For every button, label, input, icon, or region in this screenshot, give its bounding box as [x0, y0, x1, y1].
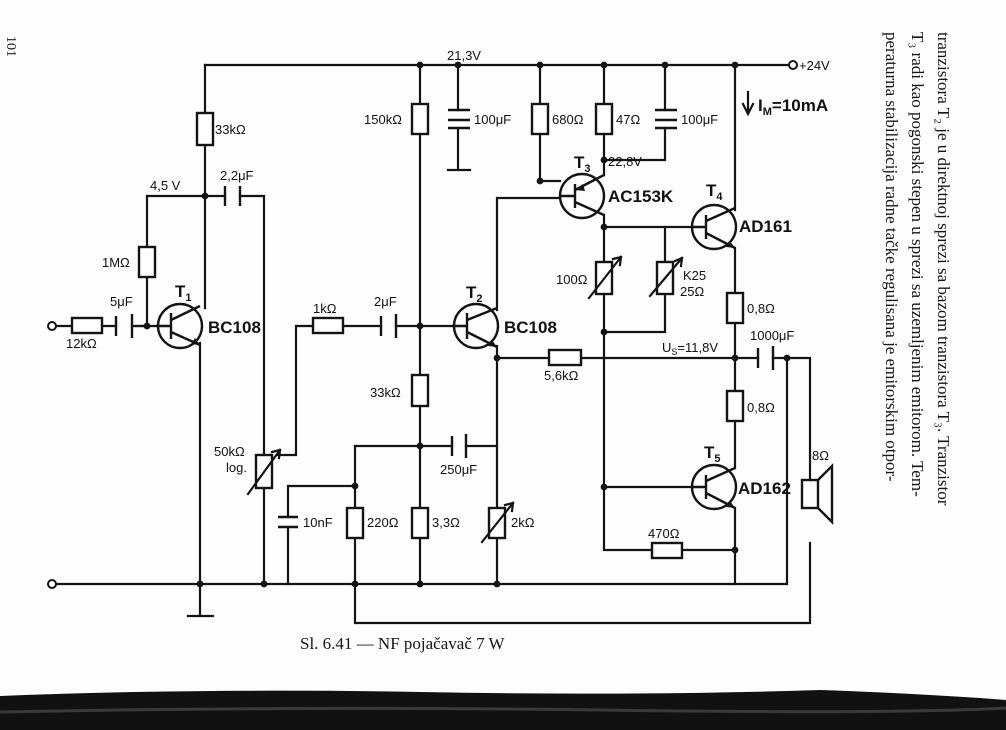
label-speaker: 8Ω — [812, 448, 829, 463]
resistor-12k — [70, 316, 104, 335]
label-r-680: 680Ω — [552, 112, 584, 127]
resistor-220 — [345, 506, 365, 540]
figure-caption: Sl. 6.41 — NF pojačavač 7 W — [300, 634, 505, 653]
transistor-t4 — [690, 203, 738, 251]
capacitors — [114, 108, 775, 529]
cap-100u-b — [655, 108, 677, 130]
transistor-t3 — [558, 172, 606, 220]
label-t2: T2 — [466, 283, 483, 305]
resistor-47 — [594, 102, 614, 136]
label-t1-collector-voltage: 4,5 V — [150, 178, 181, 193]
label-supply: +24V — [799, 58, 830, 73]
label-r-3r3: 3,3Ω — [432, 515, 460, 530]
adjust-arrows — [246, 255, 684, 544]
page-number: 101 — [3, 36, 18, 57]
label-c-100u-b: 100μF — [681, 112, 718, 127]
label-r-12k: 12kΩ — [66, 336, 97, 351]
label-pot-50k: 50kΩ — [214, 444, 245, 459]
label-c-100u-a: 100μF — [474, 112, 511, 127]
resistor-5k6 — [547, 348, 583, 367]
body-text-line-1: tranzistora T₂ je u direktnoj sprezi sa … — [934, 32, 953, 506]
resistor-150k — [410, 102, 430, 136]
label-t5: T5 — [704, 443, 721, 465]
wires — [50, 63, 812, 625]
cap-250u — [450, 434, 468, 458]
transistor-t2 — [452, 302, 500, 350]
cap-100u-a — [448, 108, 470, 130]
cap-5u — [114, 314, 134, 338]
resistor-0r8-bot — [725, 389, 745, 423]
cap-1000u — [756, 346, 775, 370]
body-text-line-3: peraturna stabilizacija radne tačke regu… — [882, 32, 901, 482]
label-current: IM=10mA — [758, 96, 828, 118]
ground-terminal — [47, 579, 57, 589]
label-r-47: 47Ω — [616, 112, 640, 127]
label-r-5k6: 5,6kΩ — [544, 368, 579, 383]
label-r-33k-t2: 33kΩ — [370, 385, 401, 400]
label-c-10n: 10nF — [303, 515, 333, 530]
body-text: tranzistora T₂ je u direktnoj sprezi sa … — [868, 32, 956, 672]
label-c-1000u: 1000μF — [750, 328, 794, 343]
resistor-33k-t2 — [410, 373, 430, 408]
label-r-470: 470Ω — [648, 526, 680, 541]
transistor-t1 — [156, 302, 204, 350]
label-c-2u: 2μF — [374, 294, 397, 309]
resistor-1k — [311, 316, 345, 335]
label-t1-type: BC108 — [208, 318, 261, 337]
label-t5-type: AD162 — [738, 479, 791, 498]
label-r-0r8-top: 0,8Ω — [747, 301, 775, 316]
labels: 21,3V +24V 4,5 V 22,8V US=11,8V IM=10mA … — [66, 48, 830, 541]
label-rail-voltage: 21,3V — [447, 48, 481, 63]
cap-2u2 — [223, 186, 242, 206]
label-c-2u2: 2,2μF — [220, 168, 254, 183]
label-pot-2k: 2kΩ — [511, 515, 535, 530]
label-t1: T1 — [175, 282, 192, 304]
resistor-3r3 — [410, 506, 430, 540]
label-r-220: 220Ω — [367, 515, 399, 530]
junction-dots — [143, 61, 791, 588]
page-shadow-band — [0, 690, 1006, 730]
cap-2u — [379, 314, 398, 338]
current-arrow — [741, 90, 755, 117]
label-t2-type: BC108 — [504, 318, 557, 337]
supply-terminal — [788, 60, 798, 70]
label-r-150k: 150kΩ — [364, 112, 402, 127]
label-t3: T3 — [574, 153, 591, 175]
resistor-33k-t1 — [195, 111, 215, 147]
resistor-1m — [137, 245, 157, 279]
cap-10n — [278, 515, 298, 529]
label-k25: K25 — [683, 268, 706, 283]
label-r-100: 100Ω — [556, 272, 588, 287]
label-t4-type: AD161 — [739, 217, 792, 236]
transistor-t5 — [690, 463, 738, 511]
input-terminal — [47, 321, 57, 331]
label-t4: T4 — [706, 181, 723, 203]
label-r-1m: 1MΩ — [102, 255, 130, 270]
label-k25-value: 25Ω — [680, 284, 704, 299]
label-t3-type: AC153K — [608, 187, 674, 206]
label-r-1k: 1kΩ — [313, 301, 337, 316]
label-c-250u: 250μF — [440, 462, 477, 477]
body-text-line-2: T₃ radi kao pogonski stepen u sprezi sa … — [908, 32, 927, 497]
label-c-5u: 5μF — [110, 294, 133, 309]
label-r-33k-t1: 33kΩ — [215, 122, 246, 137]
speaker-icon — [800, 463, 834, 525]
label-pot-log: log. — [226, 460, 247, 475]
resistor-680 — [530, 102, 550, 136]
label-t3-emitter-voltage: 22,8V — [608, 154, 642, 169]
resistor-470 — [650, 541, 684, 560]
resistor-0r8-top — [725, 291, 745, 325]
label-output-voltage: US=11,8V — [662, 340, 718, 357]
label-r-0r8-bot: 0,8Ω — [747, 400, 775, 415]
